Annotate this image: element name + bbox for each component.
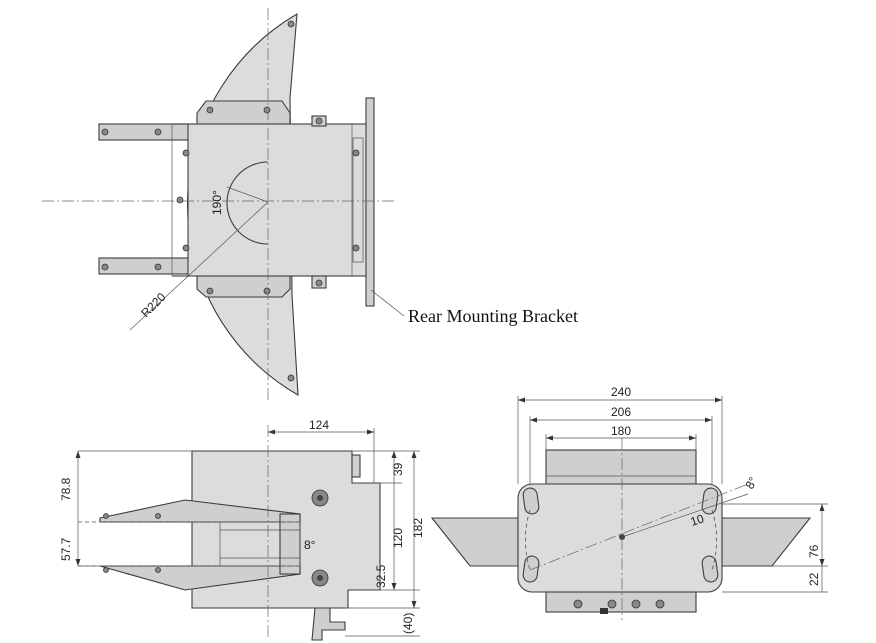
front-view: 240 206 180 76 22 8° 10 bbox=[430, 385, 828, 620]
upper-height-label: 78.8 bbox=[59, 477, 73, 501]
front-bottom-label: 22 bbox=[807, 572, 821, 586]
connector-label: (40) bbox=[401, 613, 415, 634]
lower-height-label: 57.7 bbox=[59, 537, 73, 561]
small-angle-label: 8° bbox=[304, 538, 316, 552]
outer-width-label: 240 bbox=[611, 385, 631, 399]
top-view: 190° R220 Rear Mounting Bracket bbox=[42, 8, 578, 400]
screws-top-view bbox=[101, 20, 360, 382]
front-connector-block bbox=[545, 591, 697, 613]
left-bracket-lower bbox=[98, 257, 190, 275]
mid-width-label: 206 bbox=[611, 405, 631, 419]
front-left-wing bbox=[430, 517, 519, 567]
housing-body bbox=[187, 123, 373, 277]
top-gap-label: 39 bbox=[391, 462, 405, 476]
angle-label: 190° bbox=[210, 190, 224, 215]
front-top-tray bbox=[545, 449, 697, 485]
rear-mounting-bracket-callout: Rear Mounting Bracket bbox=[408, 306, 578, 326]
inner-width-label: 180 bbox=[611, 424, 631, 438]
left-bracket-upper bbox=[98, 123, 190, 141]
tilt-angle-label: 8° bbox=[742, 474, 760, 491]
rotation-arc bbox=[226, 161, 269, 245]
side-view: 124 78.8 57.7 39 120 182 32.5 8° (40) bbox=[59, 418, 425, 641]
front-height-label: 76 bbox=[807, 544, 821, 558]
radius-label: R220 bbox=[138, 290, 168, 320]
bottom-offset-label: 32.5 bbox=[374, 564, 388, 588]
front-right-wing bbox=[721, 517, 812, 567]
mid-height-label: 120 bbox=[391, 528, 405, 548]
total-height-label: 182 bbox=[411, 518, 425, 538]
rear-mounting-bracket bbox=[365, 97, 375, 307]
front-radius-label: 10 bbox=[689, 511, 706, 529]
side-width-label: 124 bbox=[309, 418, 329, 432]
connector bbox=[311, 607, 346, 641]
